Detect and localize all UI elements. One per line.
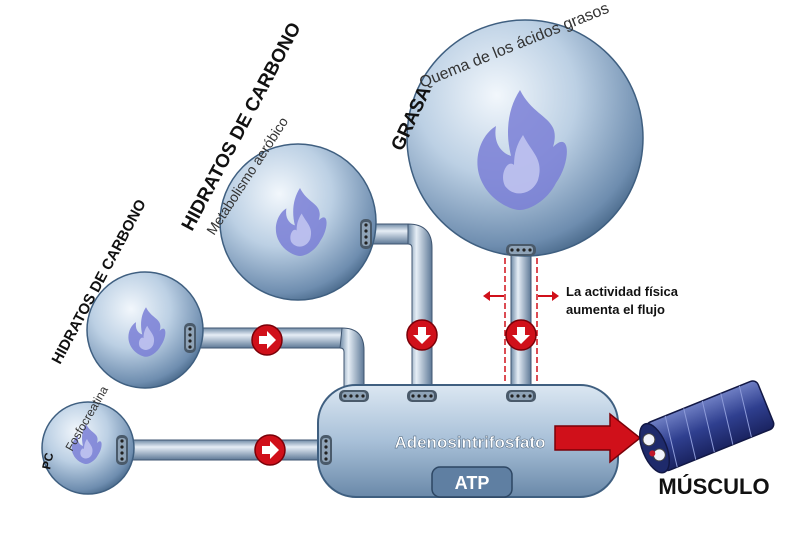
pipe-carb-mid-to-tank [369,223,433,396]
sphere-pc [41,401,135,495]
tank-label: Adenosintrifosfato [394,433,545,452]
sphere-grasa [406,19,644,257]
label-pc: PC [39,451,56,471]
label-activity-line2: aumenta el flujo [566,302,665,317]
atp-badge [431,466,513,498]
sphere-carb-mid [219,143,377,301]
flow-arrow-icon [251,324,283,356]
flow-arrow-icon [254,434,286,466]
widening-arrow-icon [483,291,559,301]
label-muscle: MÚSCULO [658,474,769,499]
flow-arrow-icon [406,319,438,351]
muscle-icon [638,380,775,474]
atp-tank: ATP Adenosintrifosfato [317,384,619,498]
sphere-carb-small [86,271,204,389]
label-activity-line1: La actividad física [566,284,679,299]
output-arrow-icon [554,412,642,464]
flow-arrow-icon [505,319,537,351]
atp-label: ATP [455,473,490,493]
pipe-pc-to-tank [119,439,331,461]
